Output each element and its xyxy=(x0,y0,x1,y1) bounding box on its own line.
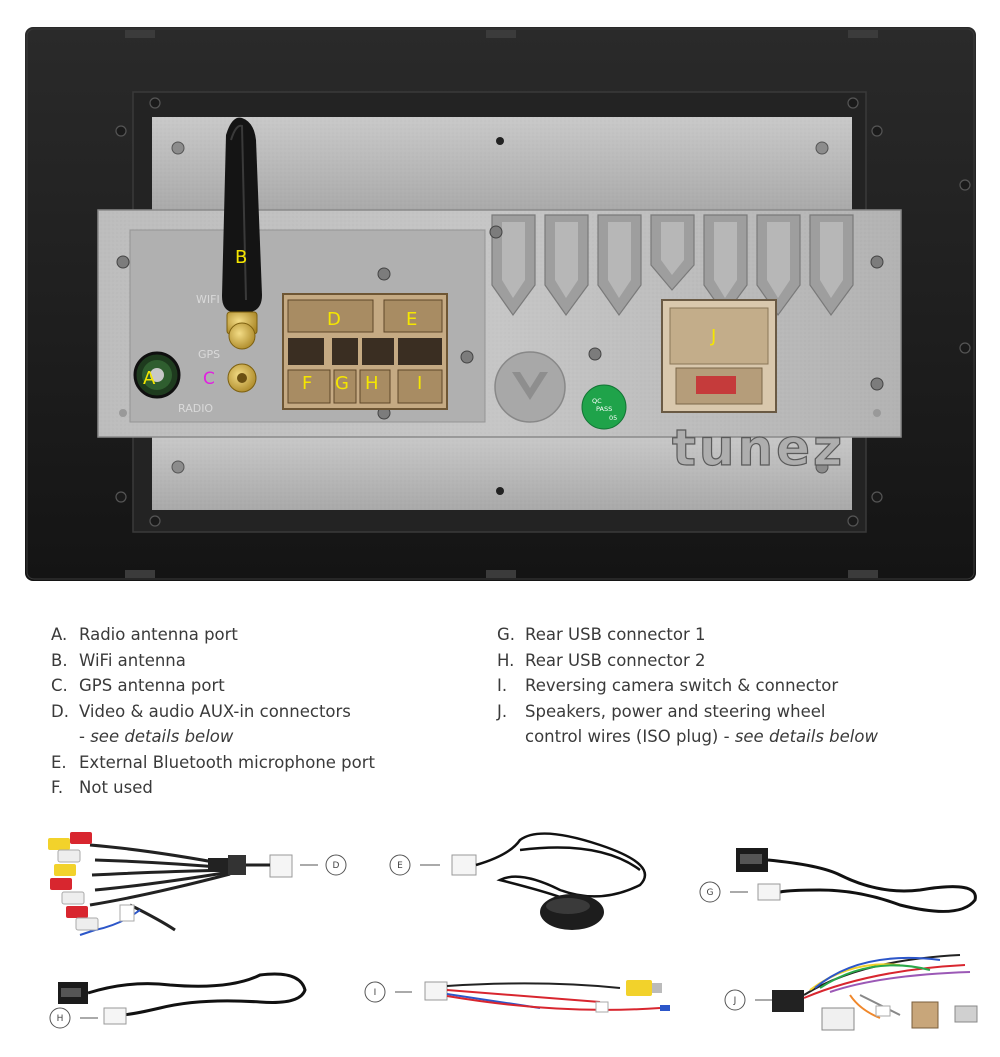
callout-e: E xyxy=(397,861,403,871)
connector-block xyxy=(282,293,448,410)
callout-d: D xyxy=(333,861,340,871)
legend-item-h: H. Rear USB connector 2 xyxy=(497,650,706,670)
legend-right-column: G. Rear USB connector 1 H. Rear USB conn… xyxy=(497,622,977,750)
legend-item-e: E. External Bluetooth microphone port xyxy=(51,752,375,772)
radio-antenna-port xyxy=(133,351,181,399)
legend-item-g: G. Rear USB connector 1 xyxy=(497,625,706,644)
gps-antenna-port xyxy=(227,363,257,393)
legend-item-a: A. Radio antenna port xyxy=(51,625,238,644)
label-a: A xyxy=(143,368,156,389)
label-e: E xyxy=(406,309,417,330)
svg-text:QC: QC xyxy=(592,397,602,405)
label-j: J xyxy=(710,326,716,347)
callout-j: J xyxy=(733,996,737,1006)
callout-g: G xyxy=(707,888,714,898)
iso-plug-harness: J xyxy=(724,954,978,1031)
iso-plug xyxy=(661,299,777,413)
label-h: H xyxy=(365,373,379,394)
legend-item-i: I. Reversing camera switch & connector xyxy=(497,676,839,695)
legend-item-c: C. GPS antenna port xyxy=(51,676,225,695)
label-f: F xyxy=(302,373,312,394)
qc-pass-sticker: QC PASS 05 xyxy=(581,384,627,430)
head-unit-rear-photo: WIFI GPS RADIO QC PASS 05 A B D E F G H xyxy=(25,27,976,581)
reversing-camera-harness: I xyxy=(364,980,670,1013)
legend-item-j: J. Speakers, power and steering wheel co… xyxy=(497,701,878,747)
legend-item-f: F. Not used xyxy=(51,778,153,797)
svg-text:PASS: PASS xyxy=(596,405,612,413)
wifi-antenna xyxy=(222,117,262,350)
callout-i: I xyxy=(374,988,377,998)
label-i: I xyxy=(417,373,422,394)
gps-printed-label: GPS xyxy=(198,348,220,361)
bluetooth-microphone: E xyxy=(389,832,647,930)
tunez-watermark: tunez xyxy=(672,419,845,477)
wifi-printed-label: WIFI xyxy=(196,293,220,306)
label-b: B xyxy=(235,247,247,268)
legend-left-column: A. Radio antenna port B. WiFi antenna C.… xyxy=(51,622,471,801)
legend-item-b: B. WiFi antenna xyxy=(51,650,186,670)
usb-cable-2: H xyxy=(49,972,307,1029)
label-c: C xyxy=(203,369,215,389)
label-d: D xyxy=(327,309,341,330)
legend-item-d: D. Video & audio AUX-in connectors - see… xyxy=(51,701,351,747)
usb-cable-1: G xyxy=(699,848,977,913)
radio-printed-label: RADIO xyxy=(178,402,213,415)
accessory-cables: D E G H I xyxy=(48,832,978,1031)
svg-text:05: 05 xyxy=(609,414,617,422)
callout-h: H xyxy=(57,1014,64,1024)
label-g: G xyxy=(335,373,349,394)
av-rca-harness: D xyxy=(48,832,347,936)
